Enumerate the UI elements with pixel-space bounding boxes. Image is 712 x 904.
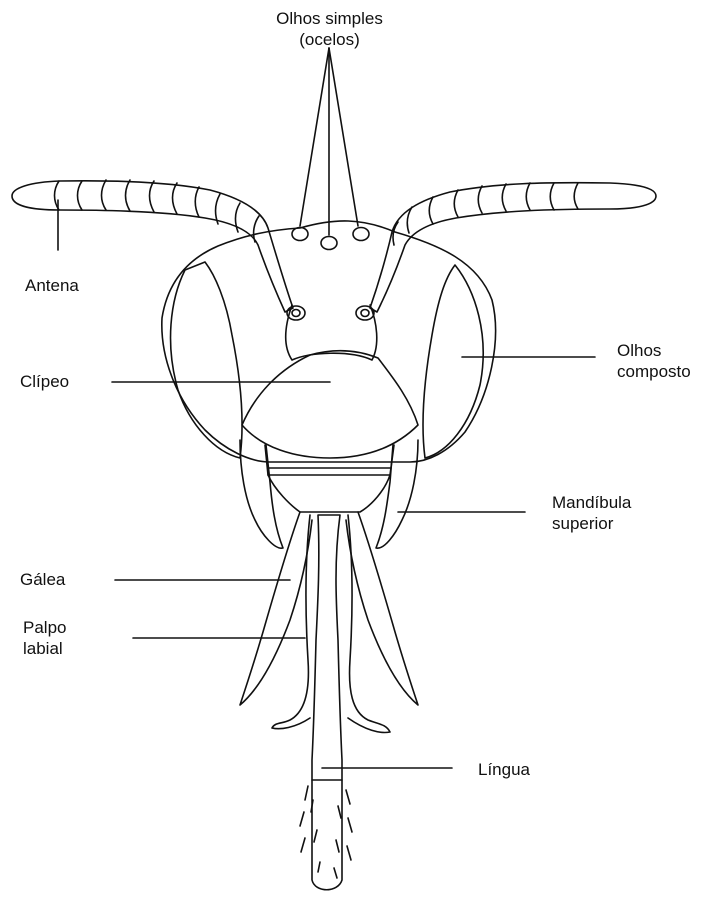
right-antenna (370, 183, 656, 312)
galea-label: Gálea (20, 569, 65, 590)
right-compound-eye (423, 265, 483, 458)
center-ocellus (321, 237, 337, 250)
antenna-label: Antena (25, 275, 79, 296)
clypeus-label: Clípeo (20, 371, 69, 392)
labrum (265, 445, 394, 475)
mandible-label: Mandíbula superior (552, 492, 631, 534)
labial-palp-label-line2: labial (23, 638, 66, 659)
compound-eye-label: Olhos composto (617, 340, 691, 382)
left-galea (240, 512, 312, 705)
mandible-label-line2: superior (552, 513, 631, 534)
right-mandible (376, 440, 418, 548)
compound-eye-label-line2: composto (617, 361, 691, 382)
labial-palp-label-line1: Palpo (23, 617, 66, 638)
right-galea (346, 512, 418, 705)
right-ocellus (353, 228, 369, 241)
mandible-label-line1: Mandíbula (552, 492, 631, 513)
ocelli-label-line2: (ocelos) (252, 29, 407, 50)
left-mandible (240, 440, 283, 548)
head-capsule (162, 221, 496, 462)
left-compound-eye (171, 262, 242, 458)
ocelli-leader-left (300, 48, 329, 226)
labial-palp-label: Palpo labial (23, 617, 66, 659)
ocelli-leader-right (329, 48, 358, 226)
ocelli-label: Olhos simples (ocelos) (252, 8, 407, 50)
clypeus (242, 351, 418, 458)
compound-eye-label-line1: Olhos (617, 340, 691, 361)
tongue-label: Língua (478, 759, 530, 780)
ocelli-label-line1: Olhos simples (252, 8, 407, 29)
left-ocellus (292, 228, 308, 241)
